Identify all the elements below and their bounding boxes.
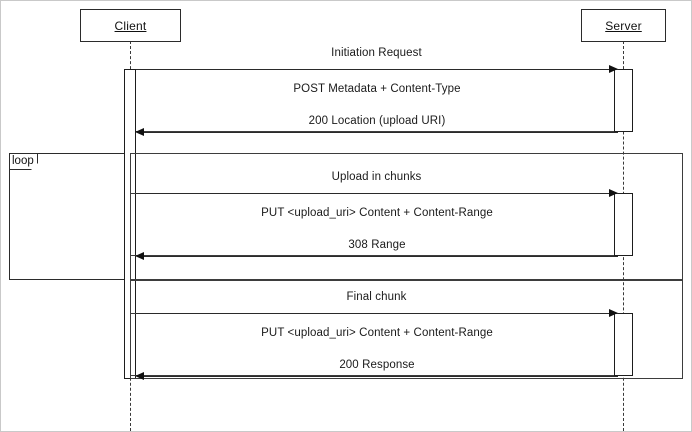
message-label-post-metadata: POST Metadata + Content-Type: [293, 83, 461, 95]
arrowhead-308-range: [135, 252, 144, 260]
message-label-200-response: 200 Response: [339, 359, 415, 371]
arrowhead-put-final: [609, 309, 618, 317]
arrowhead-200-location: [135, 128, 144, 136]
arrowhead-post-metadata: [609, 65, 618, 73]
message-line-200-response: [141, 376, 618, 377]
message-label-308-range: 308 Range: [348, 239, 406, 251]
message-line-post-metadata: [136, 69, 618, 70]
activation-bar-server-final-chunk: [614, 313, 633, 376]
arrowhead-200-response: [135, 372, 144, 380]
participant-server[interactable]: Server: [581, 9, 666, 42]
message-line-put-chunk: [136, 193, 618, 194]
message-label-put-chunk: PUT <upload_uri> Content + Content-Range: [261, 207, 493, 219]
participant-server-label: Server: [605, 18, 642, 33]
activation-bar-server-initiation: [614, 69, 633, 132]
message-line-200-location: [141, 132, 618, 133]
section-header-final-chunk: Final chunk: [346, 291, 407, 303]
message-line-put-final: [136, 313, 618, 314]
participant-client[interactable]: Client: [80, 9, 181, 42]
section-header-initiation: Initiation Request: [331, 47, 422, 59]
participant-client-label: Client: [114, 18, 147, 33]
arrowhead-put-chunk: [609, 189, 618, 197]
message-label-put-final: PUT <upload_uri> Content + Content-Range: [261, 327, 493, 339]
message-label-200-location: 200 Location (upload URI): [308, 115, 446, 127]
section-header-upload-chunks: Upload in chunks: [331, 171, 422, 183]
fragment-loop-operator-label: loop: [10, 154, 38, 170]
message-line-308-range: [141, 256, 618, 257]
activation-bar-server-upload-chunks: [614, 193, 633, 256]
